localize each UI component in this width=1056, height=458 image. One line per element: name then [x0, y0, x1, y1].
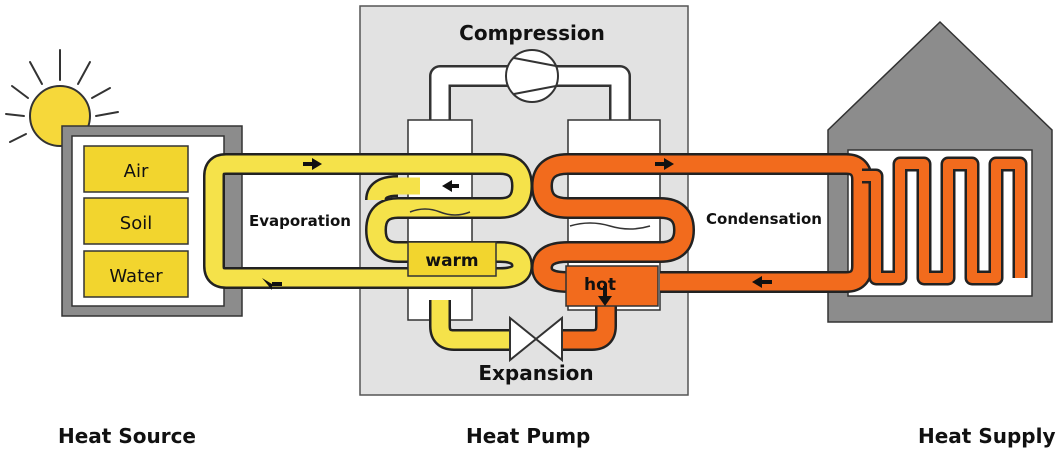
- compressor-icon: [505, 49, 559, 103]
- source-tile-air: Air: [83, 145, 189, 193]
- evaporator-liquid-wave: [409, 208, 471, 216]
- expansion-valve-icon: [509, 315, 563, 363]
- cold-loop: [203, 153, 533, 351]
- evaporator-tank: [407, 119, 473, 321]
- source-tile-label: Air: [124, 161, 149, 182]
- hot-reservoir: [565, 265, 659, 307]
- source-tile-water: Water: [83, 250, 189, 298]
- arrow-left-icon: [752, 276, 762, 288]
- condensation-label: Condensation: [706, 210, 822, 228]
- arrow-left-icon: [442, 180, 452, 192]
- heat-source-caption: Heat Source: [58, 424, 196, 448]
- warm-reservoir: [407, 241, 497, 277]
- hot-label: hot: [584, 275, 616, 295]
- compression-label: Compression: [459, 21, 605, 45]
- heat-supply-caption: Heat Supply: [918, 424, 1056, 448]
- expansion-label: Expansion: [478, 361, 593, 385]
- hot-loop: [531, 153, 1028, 351]
- warm-label: warm: [425, 251, 478, 271]
- arrow-right-icon: [664, 158, 674, 170]
- heat-pump-caption: Heat Pump: [466, 424, 591, 448]
- source-tile-label: Water: [109, 266, 163, 287]
- evaporation-label: Evaporation: [249, 212, 351, 230]
- arrow-left-icon: [262, 278, 272, 290]
- source-tile-label: Soil: [120, 213, 152, 234]
- source-tile-soil: Soil: [83, 197, 189, 245]
- arrow-right-icon: [312, 158, 322, 170]
- condenser-liquid-wave: [569, 222, 651, 230]
